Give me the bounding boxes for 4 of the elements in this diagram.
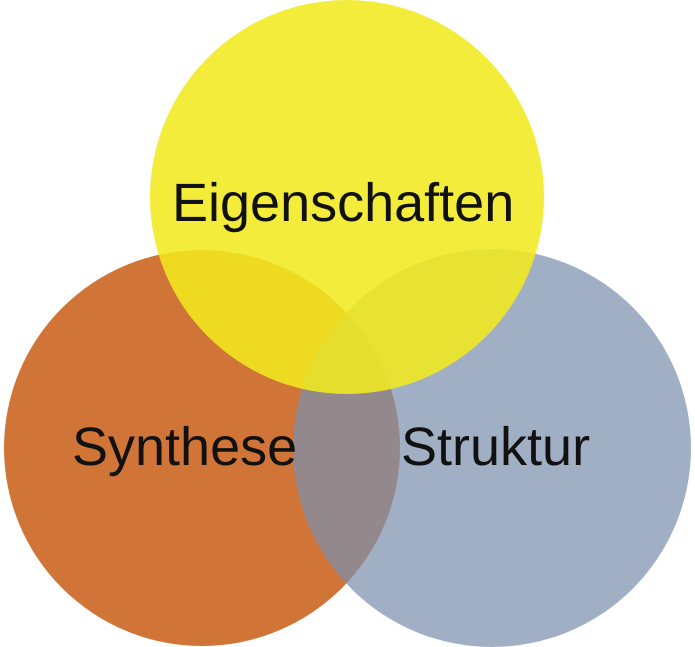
circle-label: Struktur — [401, 420, 590, 474]
circle-label: Synthese — [72, 420, 298, 474]
venn-circle — [150, 0, 544, 394]
circle-label: Eigenschaften — [172, 176, 514, 230]
